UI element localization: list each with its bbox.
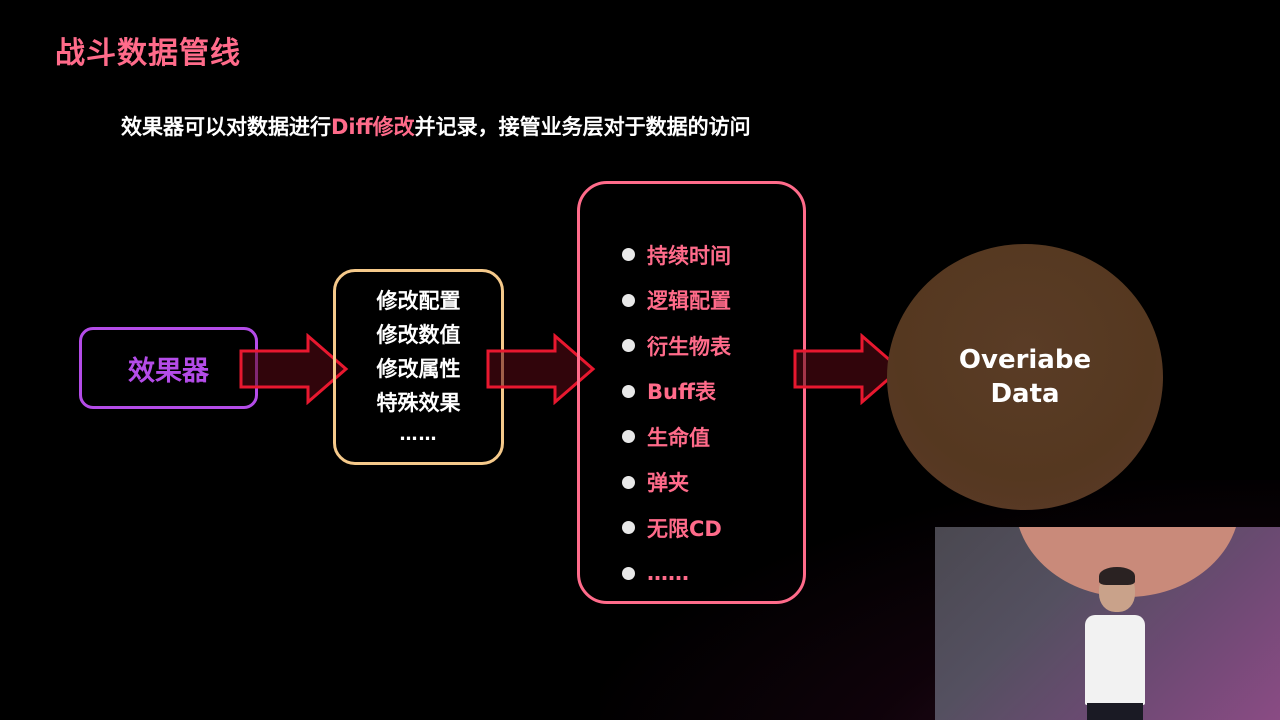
bullet-icon [622,248,635,262]
modification-ellipsis: …… [399,424,438,445]
slide-title: 战斗数据管线 [55,36,241,71]
overridable-data-circle: Overiabe Data [887,244,1163,510]
data-target-label: 逻辑配置 [647,289,731,314]
data-target-item: 生命值 [622,414,803,460]
speaker-body [1085,615,1145,705]
modification-item: 修改属性 [376,357,461,381]
data-target-label: 持续时间 [647,243,731,268]
output-label-line2: Data [990,379,1060,409]
speaker-legs [1087,703,1143,720]
arrow-right-icon [239,333,349,405]
data-target-item: 无限CD [622,505,803,551]
data-target-item: …… [622,551,803,597]
modifications-box: 修改配置 修改数值 修改属性 特殊效果 …… [333,269,504,465]
data-target-label: 弹夹 [647,471,689,496]
subtitle-suffix: 并记录，接管业务层对于数据的访问 [414,115,751,139]
modification-item: 修改配置 [376,289,461,313]
modification-item: 特殊效果 [376,391,461,415]
data-target-item: 弹夹 [622,460,803,506]
bullet-icon [622,384,635,398]
data-targets-box: 持续时间 逻辑配置 衍生物表 Buff表 生命值 弹夹 无限CD …… [577,181,806,604]
bullet-icon [622,566,635,580]
effector-box: 效果器 [79,327,258,409]
bullet-icon [622,430,635,444]
data-target-label: 衍生物表 [647,334,731,359]
data-target-label: 生命值 [647,425,710,450]
speaker-video-overlay [935,527,1280,720]
bullet-icon [622,475,635,489]
data-target-label: …… [647,561,689,586]
subtitle-highlight: Diff修改 [331,115,415,139]
subtitle-prefix: 效果器可以对数据进行 [121,115,331,139]
slide-subtitle: 效果器可以对数据进行Diff修改并记录，接管业务层对于数据的访问 [121,111,751,141]
data-target-item: 逻辑配置 [622,278,803,324]
effector-label: 效果器 [128,355,209,387]
data-target-item: 衍生物表 [622,323,803,369]
modification-item: 修改数值 [376,323,461,347]
data-target-item: 持续时间 [622,232,803,278]
bullet-icon [622,521,635,535]
bullet-icon [622,293,635,307]
data-target-label: 无限CD [647,516,722,541]
arrow-right-icon [793,333,903,405]
data-target-label: Buff表 [647,380,716,405]
speaker-hair [1099,567,1135,585]
output-label-line1: Overiabe [958,345,1092,375]
data-target-item: Buff表 [622,369,803,415]
arrow-right-icon [486,333,596,405]
bullet-icon [622,339,635,353]
